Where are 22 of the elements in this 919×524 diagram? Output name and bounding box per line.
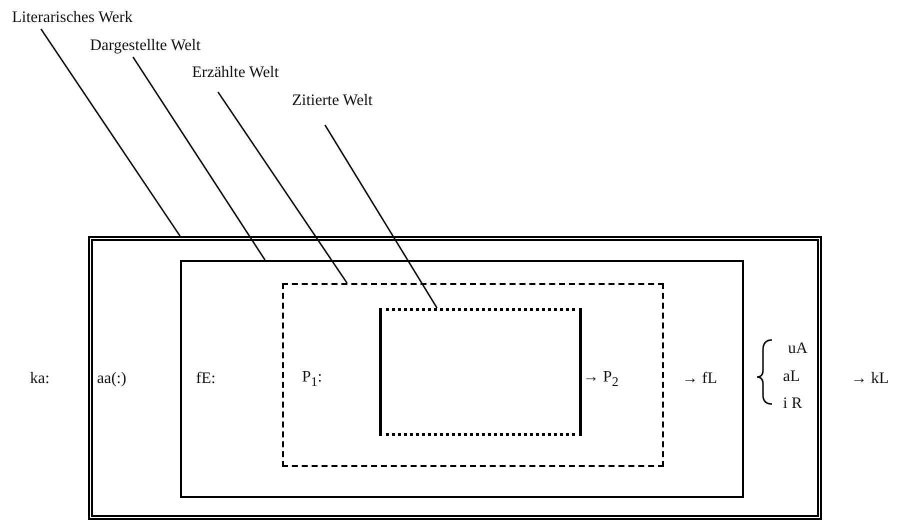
caption-label: Zitierte Welt: [292, 93, 373, 109]
symbol-label: → kL: [851, 371, 889, 387]
caption-label: Erzählte Welt: [192, 65, 279, 81]
symbol-label: → P$_{2}$: [583, 370, 619, 388]
caption-label: Dargestellte Welt: [90, 38, 201, 54]
leader-line: [40, 28, 181, 236]
symbol-label: fE:: [196, 371, 216, 387]
symbol-label: aa(:): [97, 371, 126, 387]
frame-box: [180, 260, 744, 498]
symbol-label: i R: [783, 396, 802, 412]
leader-line: [324, 124, 438, 308]
leader-line: [132, 56, 266, 260]
leader-line: [217, 92, 348, 284]
frame-box: [282, 283, 664, 467]
symbol-label: uA: [788, 341, 808, 357]
symbol-label: aL: [783, 369, 800, 385]
frame-box: [379, 308, 582, 436]
symbol-label: P$_{1}$:: [302, 370, 322, 388]
symbol-label: ka:: [30, 371, 50, 387]
symbol-label: → fL: [682, 371, 718, 387]
caption-label: Literarisches Werk: [12, 10, 133, 26]
frame-box: [88, 236, 822, 520]
